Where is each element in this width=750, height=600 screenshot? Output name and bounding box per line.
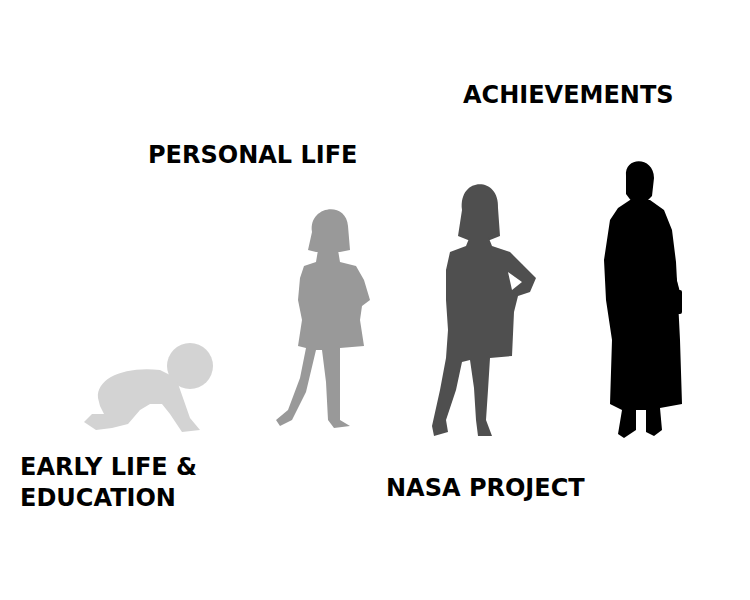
- label-slot: EARLY LIFE & EDUCATION: [20, 452, 260, 514]
- older-woman-silhouette: [604, 161, 682, 438]
- stage-label: NASA PROJECT: [386, 473, 585, 504]
- stage-label: ACHIEVEMENTS: [463, 80, 674, 111]
- label-slot: NASA PROJECT: [386, 473, 585, 504]
- stage-label: EARLY LIFE & EDUCATION: [20, 452, 260, 514]
- label-slot: ACHIEVEMENTS: [463, 80, 674, 111]
- girl-silhouette: [276, 209, 370, 428]
- baby-silhouette: [84, 343, 213, 432]
- woman-silhouette: [432, 184, 536, 436]
- label-slot: PERSONAL LIFE: [148, 140, 357, 171]
- stage-label: PERSONAL LIFE: [148, 140, 357, 171]
